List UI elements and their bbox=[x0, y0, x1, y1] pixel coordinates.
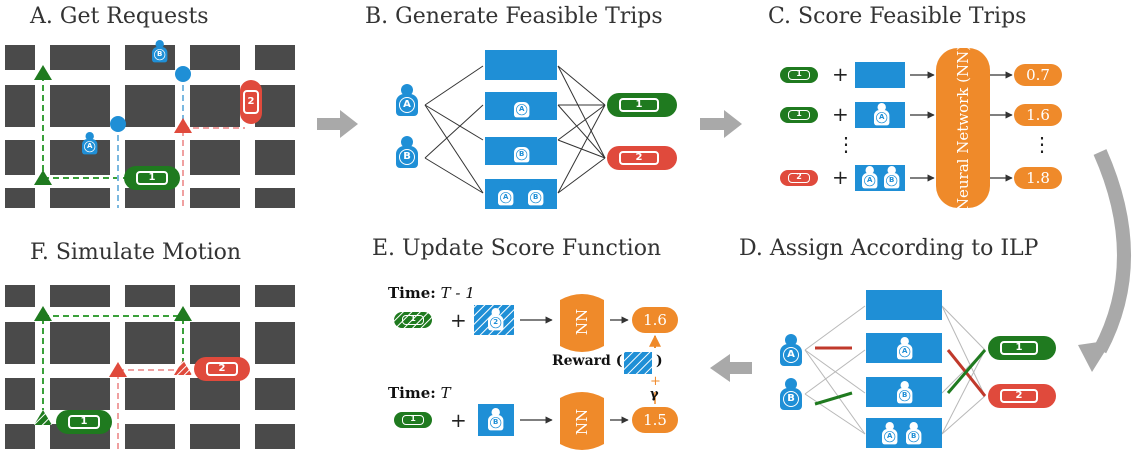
trip-ab-passenger-b-icon: B bbox=[884, 166, 900, 189]
trip-ab-passenger-b-icon: B bbox=[906, 422, 922, 445]
hatched-trip-reward bbox=[624, 352, 652, 374]
curved-flow-arrow bbox=[1093, 149, 1131, 354]
panel-b-trip-boxes bbox=[485, 50, 557, 209]
vehicle-2-icon: 2 bbox=[988, 384, 1056, 408]
vehicle-1-icon: 1 bbox=[394, 412, 432, 428]
trip-a-passenger-icon: A bbox=[874, 103, 890, 126]
vehicle-2-icon: 2 bbox=[194, 357, 250, 381]
trip-a-passenger-icon: A bbox=[514, 95, 530, 118]
vehicle-2-icon: 2 bbox=[607, 146, 677, 170]
panel-c-title: C. Score Feasible Trips bbox=[768, 4, 1027, 29]
panel-d-trip-boxes bbox=[866, 290, 942, 448]
panel-d-title: D. Assign According to ILP bbox=[739, 236, 1039, 261]
value-cur: 1.5 bbox=[643, 411, 667, 429]
ellipsis-dots: ⋮ bbox=[1032, 132, 1052, 156]
plus-sign: + bbox=[832, 165, 849, 189]
trip-b-passenger-icon: B bbox=[897, 381, 913, 404]
curved-flow-arrow-head bbox=[1078, 340, 1112, 372]
trip-b-passenger-icon: B bbox=[514, 140, 530, 163]
panel-f-title: F. Simulate Motion bbox=[30, 240, 242, 265]
time-cur-label: Time: T bbox=[388, 384, 451, 402]
score-value: 0.7 bbox=[1026, 66, 1050, 84]
vehicle-1-icon: 1 bbox=[56, 410, 112, 434]
trip-ab-passenger-a-icon: A bbox=[862, 166, 878, 189]
plus-sign: + bbox=[650, 374, 661, 389]
neural-network-box bbox=[936, 48, 990, 208]
passenger-a-icon: A bbox=[780, 334, 802, 366]
flow-arrows bbox=[317, 110, 752, 382]
trip-ab-passenger-a-icon: A bbox=[498, 183, 514, 206]
vehicle-1-icon: 1 bbox=[988, 336, 1056, 360]
value-prev: 1.6 bbox=[643, 311, 667, 329]
panel-b-edges bbox=[424, 65, 606, 194]
panel-e-title: E. Update Score Function bbox=[372, 236, 662, 261]
vehicle-1-hatched-icon: 1 bbox=[394, 312, 432, 328]
plus-sign: + bbox=[450, 408, 467, 432]
panel-b-title: B. Generate Feasible Trips bbox=[365, 4, 663, 29]
ellipsis-dots: ⋮ bbox=[836, 132, 856, 156]
trip-ab-passenger-b-icon: B bbox=[528, 183, 544, 206]
passenger-a-icon: A bbox=[82, 132, 98, 155]
passenger-b-icon: B bbox=[152, 40, 168, 63]
vehicle-1-icon: 1 bbox=[780, 67, 818, 83]
nn-cylinders bbox=[560, 294, 604, 450]
panel-c-arrows bbox=[910, 71, 1013, 182]
panel-d-edges bbox=[804, 305, 986, 435]
panel-a-map bbox=[5, 45, 295, 208]
neural-network-label: Neural Network (NN) bbox=[954, 44, 972, 212]
passenger-a-icon: A bbox=[396, 84, 418, 116]
vehicle-1-icon: 1 bbox=[607, 93, 677, 117]
panel-f-map bbox=[5, 285, 295, 449]
score-pills bbox=[632, 64, 1062, 433]
time-prev-label: Time: T - 1 bbox=[388, 284, 475, 302]
trip-a-passenger-icon: A bbox=[897, 337, 913, 360]
vehicle-1-icon: 1 bbox=[124, 166, 180, 190]
panel-e-arrows bbox=[520, 316, 629, 424]
trip-b-passenger-icon: B bbox=[488, 408, 504, 431]
gamma-label: γ bbox=[650, 387, 659, 402]
score-value: 1.8 bbox=[1026, 169, 1050, 187]
nn-label: NN bbox=[573, 408, 591, 436]
trip-ab-passenger-a-icon: A bbox=[882, 422, 898, 445]
score-value: 1.6 bbox=[1026, 106, 1050, 124]
reward-label: Reward ( bbox=[552, 353, 623, 369]
trip-hatched-passenger-icon: 2 bbox=[488, 308, 504, 331]
passenger-b-icon: B bbox=[396, 136, 418, 168]
plus-sign: + bbox=[450, 308, 467, 332]
panel-d-selected-edges bbox=[814, 346, 987, 406]
reward-close: ) bbox=[656, 353, 663, 369]
vehicle-2-icon: 2 bbox=[780, 170, 818, 186]
passenger-b-icon: B bbox=[780, 378, 802, 410]
plus-sign: + bbox=[832, 62, 849, 86]
plus-sign: + bbox=[832, 102, 849, 126]
vehicle-2-icon: 2 bbox=[240, 80, 262, 124]
nn-label: NN bbox=[573, 308, 591, 336]
panel-a-title: A. Get Requests bbox=[30, 4, 209, 29]
vehicle-1-icon: 1 bbox=[780, 107, 818, 123]
